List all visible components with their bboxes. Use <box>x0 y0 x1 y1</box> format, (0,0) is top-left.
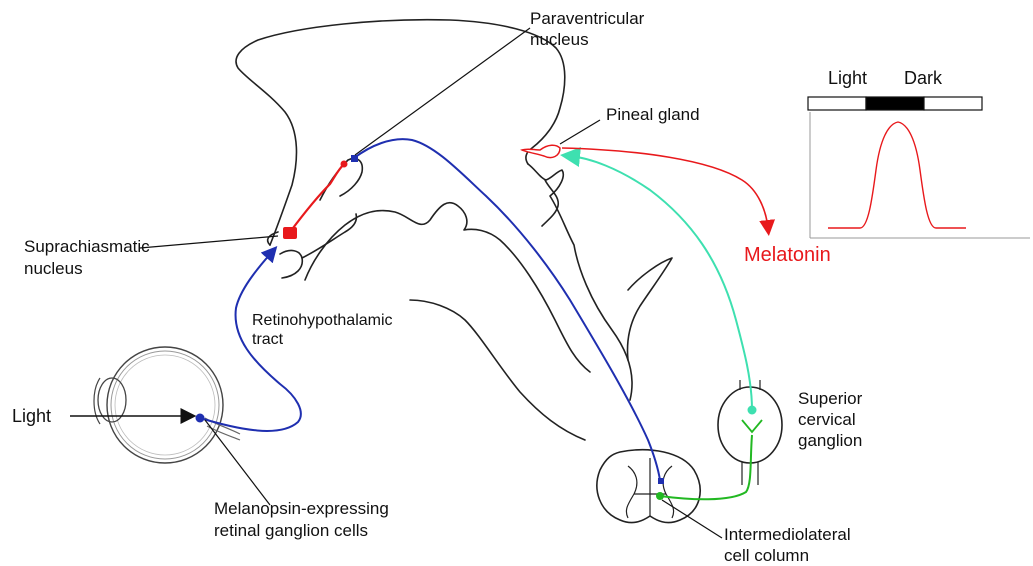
chart-light-label: Light <box>828 68 867 88</box>
scn-to-pvn-pathway <box>283 161 348 240</box>
retinohypothalamic-pathway <box>196 252 301 431</box>
paraventricular-label-line2: nucleus <box>530 30 589 49</box>
rht-label-line2: tract <box>252 331 284 348</box>
light-bar-right <box>924 97 982 110</box>
pineal-gland-label: Pineal gland <box>606 105 700 124</box>
iml-label-line2: cell column <box>724 546 809 565</box>
light-dark-chart <box>808 97 1030 238</box>
rht-label-line1: Retinohypothalamic <box>252 312 393 329</box>
iml-to-ganglion-pathway <box>656 420 762 500</box>
light-input-label: Light <box>12 406 51 426</box>
spinal-cord-section-icon <box>597 450 700 523</box>
melanopsin-label-line2: retinal ganglion cells <box>214 521 368 540</box>
pineal-gland-shape <box>522 145 560 157</box>
suprachiasmatic-label-line1: Suprachiasmatic <box>24 237 150 256</box>
melatonin-curve <box>828 122 966 228</box>
melatonin-label: Melatonin <box>744 244 831 266</box>
dark-bar <box>866 97 924 110</box>
iml-label-line1: Intermediolateral <box>724 525 851 544</box>
light-bar-left <box>808 97 866 110</box>
scg-label-line2: cervical <box>798 410 856 429</box>
suprachiasmatic-label-line2: nucleus <box>24 259 83 278</box>
eye-icon <box>94 347 240 463</box>
paraventricular-label-line1: Paraventricular <box>530 9 645 28</box>
scg-label-line3: ganglion <box>798 431 862 450</box>
chart-dark-label: Dark <box>904 68 943 88</box>
pvn-to-iml-pathway <box>351 139 664 484</box>
ganglion-to-pineal-pathway <box>570 156 757 415</box>
melanopsin-label-line1: Melanopsin-expressing <box>214 499 389 518</box>
labels: Paraventricular nucleus Pineal gland Lig… <box>12 9 943 565</box>
scg-label-line1: Superior <box>798 389 863 408</box>
